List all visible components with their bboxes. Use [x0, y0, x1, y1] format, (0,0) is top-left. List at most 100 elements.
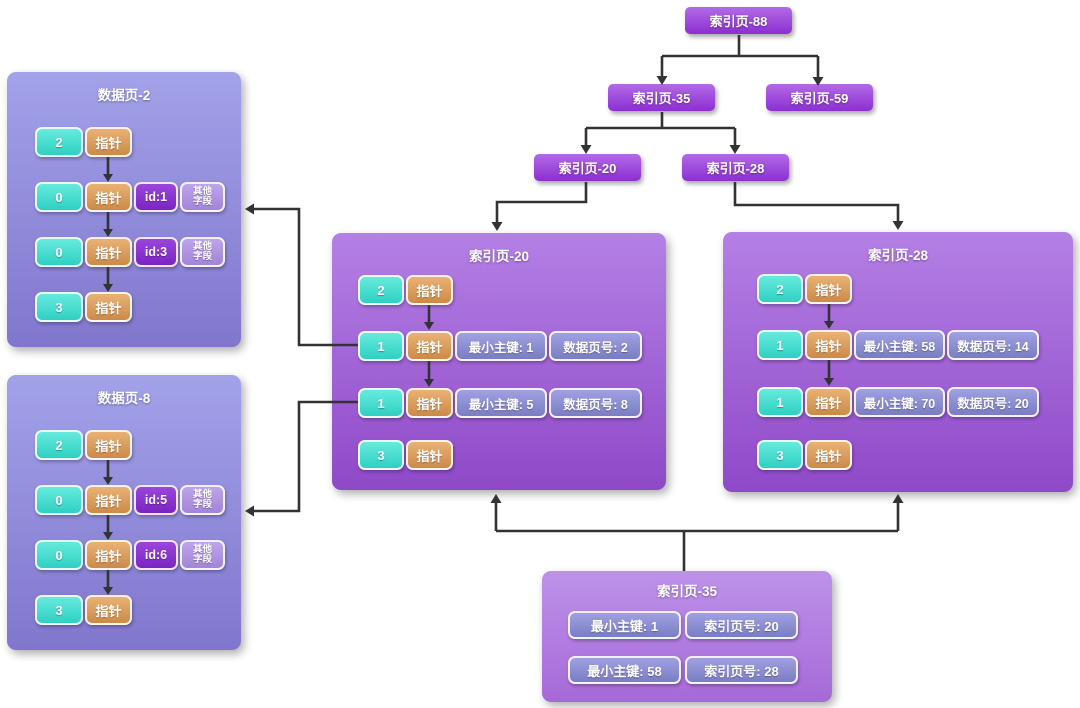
min-key-chip: 最小主键: 5	[455, 388, 547, 418]
index-node-35-label: 索引页-35	[632, 91, 691, 106]
data-page-8-panel: 数据页-8 2 指针 0 指针 id:5 其他 字段 0 指针 id:6 其他 …	[7, 375, 241, 650]
pointer-chip: 指针	[805, 387, 852, 417]
pointer-chip: 指针	[85, 182, 132, 212]
data-page-2-row-2: 0 指针 id:1 其他 字段	[35, 182, 225, 212]
record-id-chip: id:3	[134, 237, 178, 267]
arrowhead-left-icon	[245, 203, 254, 215]
index-node-59-label: 索引页-59	[790, 91, 849, 106]
other-fields-line1: 其他	[192, 185, 212, 197]
slot-chip: 3	[35, 595, 83, 625]
connector-35detail-panels	[494, 503, 900, 571]
slot-chip: 1	[358, 331, 404, 361]
pointer-chip: 指针	[85, 237, 132, 267]
pointer-chip: 指针	[406, 331, 453, 361]
pointer-chip: 指针	[85, 430, 132, 460]
min-key-chip: 最小主键: 70	[854, 387, 945, 417]
slot-chip: 2	[35, 127, 83, 157]
arrowhead-down-icon	[491, 222, 503, 231]
min-key-chip: 最小主键: 58	[854, 330, 945, 360]
slot-chip: 2	[757, 274, 803, 304]
index-page-20-row-2: 1 指针 最小主键: 1 数据页号: 2	[358, 331, 642, 361]
index-page-35-detail-title: 索引页-35	[656, 584, 717, 599]
index-node-20: 索引页-20	[534, 154, 641, 181]
index-page-20-row-3: 1 指针 最小主键: 5 数据页号: 8	[358, 388, 642, 418]
connector-node28-panel	[733, 182, 900, 221]
record-id-chip: id:6	[134, 540, 178, 570]
arrowhead-down-icon	[892, 221, 904, 230]
slot-chip: 0	[35, 182, 83, 212]
slot-chip: 2	[35, 430, 83, 460]
slot-chip: 2	[358, 275, 404, 305]
index-node-88: 索引页-88	[685, 7, 792, 34]
pointer-chip: 指针	[406, 440, 453, 470]
other-fields-line2: 字段	[192, 251, 212, 262]
pointer-chip: 指针	[85, 127, 132, 157]
index-page-28-title: 索引页-28	[867, 248, 928, 263]
data-page-8-row-1: 2 指针	[35, 430, 132, 460]
index-page-28-row-3: 1 指针 最小主键: 70 数据页号: 20	[757, 387, 1039, 417]
data-page-2-panel: 数据页-2 2 指针 0 指针 id:1 其他 字段 0 指针 id:3 其他 …	[7, 72, 241, 347]
data-page-8-title: 数据页-8	[97, 391, 151, 406]
index-node-35: 索引页-35	[608, 84, 715, 111]
other-fields-line2: 字段	[192, 499, 212, 510]
other-fields-chip: 其他 字段	[180, 237, 225, 267]
connector-35-children	[584, 112, 737, 145]
index-node-28: 索引页-28	[682, 154, 789, 181]
slot-chip: 3	[358, 440, 404, 470]
index-page-35-row-2: 最小主键: 58 索引页号: 28	[568, 656, 798, 684]
index-page-20-title: 索引页-20	[468, 249, 529, 264]
data-page-2-title: 数据页-2	[97, 88, 151, 103]
index-node-28-label: 索引页-28	[706, 161, 765, 176]
other-fields-line2: 字段	[192, 196, 212, 207]
index-node-88-label: 索引页-88	[709, 14, 768, 29]
slot-chip: 0	[35, 485, 83, 515]
data-page-no-chip: 数据页号: 14	[947, 330, 1039, 360]
index-page-35-detail-panel: 索引页-35 最小主键: 1 索引页号: 20 最小主键: 58 索引页号: 2…	[542, 571, 832, 702]
min-key-chip: 最小主键: 1	[455, 331, 547, 361]
slot-chip: 1	[757, 330, 803, 360]
other-fields-chip: 其他 字段	[180, 182, 225, 212]
arrowhead-up-icon	[892, 494, 904, 503]
index-page-no-chip: 索引页号: 20	[685, 611, 798, 639]
index-page-28-row-2: 1 指针 最小主键: 58 数据页号: 14	[757, 330, 1039, 360]
arrowhead-down-icon	[580, 145, 592, 154]
index-page-35-row-1: 最小主键: 1 索引页号: 20	[568, 611, 798, 639]
data-page-2-row-3: 0 指针 id:3 其他 字段	[35, 237, 225, 267]
pointer-chip: 指针	[85, 292, 132, 322]
pointer-chip: 指针	[85, 540, 132, 570]
pointer-chip: 指针	[805, 274, 852, 304]
index-node-20-label: 索引页-20	[558, 161, 617, 176]
record-id-chip: id:1	[134, 182, 178, 212]
connector-node20-panel	[495, 182, 588, 222]
index-node-59: 索引页-59	[766, 84, 873, 111]
data-page-8-row-3: 0 指针 id:6 其他 字段	[35, 540, 225, 570]
min-key-chip: 最小主键: 58	[568, 656, 681, 684]
data-page-2-row-1: 2 指针	[35, 127, 132, 157]
slot-chip: 3	[757, 440, 803, 470]
pointer-chip: 指针	[805, 440, 852, 470]
pointer-chip: 指针	[406, 388, 453, 418]
data-page-no-chip: 数据页号: 8	[549, 388, 642, 418]
slot-chip: 3	[35, 292, 83, 322]
index-page-28-panel: 索引页-28 2 指针 1 指针 最小主键: 58 数据页号: 14 1 指针 …	[723, 232, 1073, 492]
pointer-chip: 指针	[805, 330, 852, 360]
record-id-chip: id:5	[134, 485, 178, 515]
slot-chip: 0	[35, 540, 83, 570]
pointer-chip: 指针	[85, 485, 132, 515]
pointer-chip: 指针	[85, 595, 132, 625]
other-fields-line1: 其他	[192, 488, 212, 500]
data-page-8-row-2: 0 指针 id:5 其他 字段	[35, 485, 225, 515]
index-page-28-row-1: 2 指针	[757, 274, 852, 304]
slot-chip: 1	[358, 388, 404, 418]
data-page-no-chip: 数据页号: 2	[549, 331, 642, 361]
pointer-chip: 指针	[406, 275, 453, 305]
other-fields-chip: 其他 字段	[180, 540, 225, 570]
other-fields-line1: 其他	[192, 240, 212, 252]
other-fields-line2: 字段	[192, 554, 212, 565]
arrowhead-down-icon	[729, 145, 741, 154]
index-page-20-row-1: 2 指针	[358, 275, 453, 305]
index-page-no-chip: 索引页号: 28	[685, 656, 798, 684]
slot-chip: 1	[757, 387, 803, 417]
index-page-28-row-4: 3 指针	[757, 440, 852, 470]
